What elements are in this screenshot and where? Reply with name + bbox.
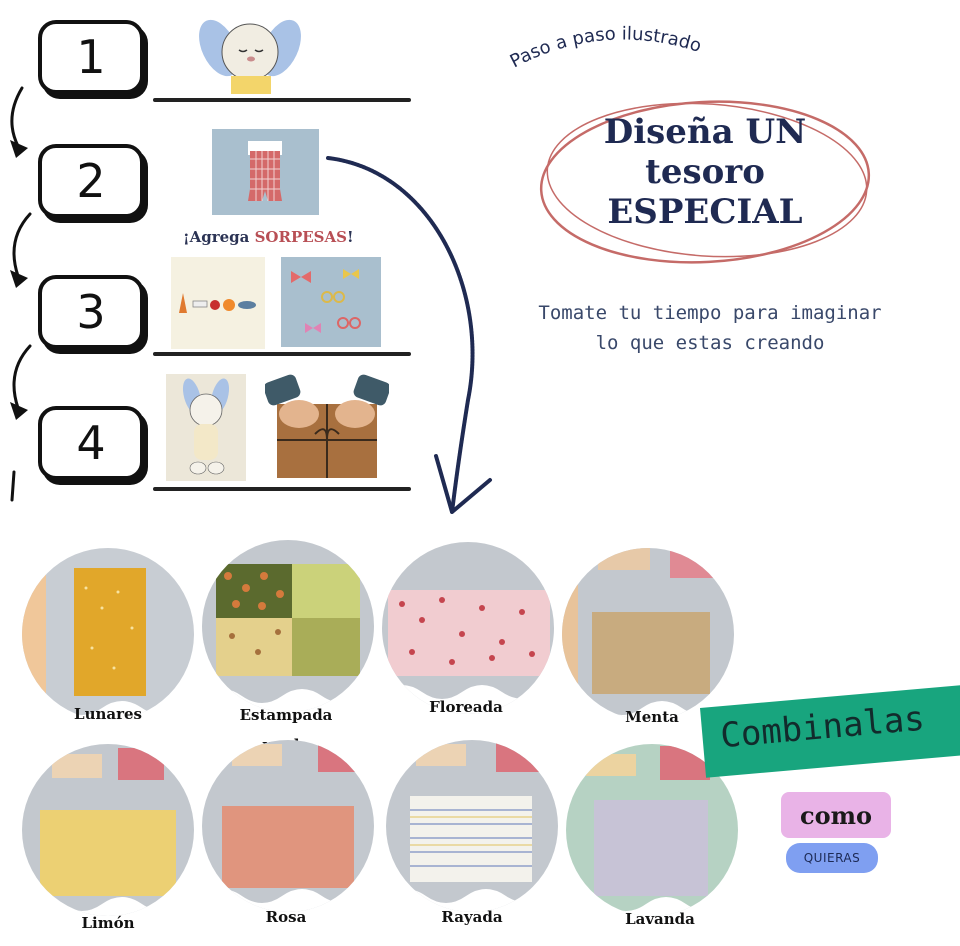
subtitle-line-2: lo que estas creando (595, 332, 825, 354)
fabric-label-floreada: Floreada (429, 698, 503, 716)
fabric-swatch-rosa (202, 740, 374, 912)
subtitle: Tomate tu tiempo para imaginar lo que es… (500, 298, 920, 358)
fabric-rosa-image (202, 742, 374, 912)
fabric-label-limon: Limón (81, 914, 135, 932)
title-line-1: Diseña UN (603, 112, 807, 152)
combinalas-banner: Combinalas (700, 681, 960, 778)
fabric-swatch-estampada-verde (202, 540, 374, 712)
fabric-swatch-floreada (382, 542, 554, 714)
combinalas-text: Combinalas (718, 698, 927, 757)
add-surprises-caption: ¡Agrega SORPESAS! (183, 228, 354, 246)
step-connector-arrows (10, 86, 32, 502)
bunny-head-illustration (199, 19, 301, 94)
fabric-label-estampada-line1: Estampada (239, 706, 333, 724)
step-number-text: 2 (76, 154, 106, 208)
gift-wrap-illustration (265, 374, 389, 478)
step-number-4: 4 (38, 406, 144, 480)
fabric-swatch-limon (22, 744, 194, 916)
fabric-label-lavanda: Lavanda (625, 910, 695, 928)
title-block: Diseña UN tesoro ESPECIAL (535, 92, 875, 268)
scribble-circle-icon (539, 100, 871, 264)
como-badge: como (781, 792, 891, 838)
bows-glasses-illustration (281, 257, 381, 347)
fabric-limon-image (22, 748, 194, 916)
fabric-label-rosa: Rosa (265, 908, 307, 926)
quieras-badge: QUIERAS (786, 843, 878, 873)
bunny-doll-illustration (166, 374, 246, 481)
svg-text:Paso a paso ilustrado: Paso a paso ilustrado (508, 23, 704, 72)
tagline-curved: Paso a paso ilustrado (508, 23, 704, 72)
title-line-3: ESPECIAL (607, 192, 803, 232)
como-text: como (799, 800, 873, 830)
step-3-divider (153, 352, 411, 356)
fabric-floreada-image (382, 590, 554, 714)
food-patches-illustration (171, 257, 265, 349)
step-number-text: 4 (76, 416, 106, 470)
subtitle-line-1: Tomate tu tiempo para imaginar (538, 302, 882, 324)
step-number-text: 1 (76, 30, 106, 84)
fabric-swatch-rayada (386, 740, 558, 912)
surprise-prefix: ¡Agrega (183, 228, 255, 246)
fabric-swatch-lunares (22, 548, 194, 720)
surprise-suffix: ! (346, 228, 354, 246)
tagline-text: Paso a paso ilustrado (508, 23, 704, 72)
fabric-lunares-image (22, 548, 194, 720)
step-number-3: 3 (38, 275, 144, 349)
step-4-divider (153, 487, 411, 491)
fabric-label-menta: Menta (625, 708, 679, 726)
step-number-2: 2 (38, 144, 144, 218)
fabric-swatch-menta (562, 548, 734, 720)
step-number-1: 1 (38, 20, 144, 94)
step-number-text: 3 (76, 285, 106, 339)
fabric-menta-image (562, 548, 734, 720)
fabric-estampada-image (202, 564, 374, 712)
overalls-illustration (212, 129, 319, 215)
fabric-rayada-image (386, 742, 558, 912)
step-1-divider (153, 98, 411, 102)
page-title: Diseña UN tesoro ESPECIAL (535, 112, 875, 232)
surprise-highlight: SORPESAS (254, 228, 347, 246)
quieras-text: QUIERAS (803, 851, 861, 865)
title-line-2: tesoro (645, 152, 765, 192)
curved-arrow-icon (326, 156, 492, 514)
fabric-label-rayada: Rayada (441, 908, 503, 926)
fabric-label-lunares: Lunares (74, 705, 142, 723)
